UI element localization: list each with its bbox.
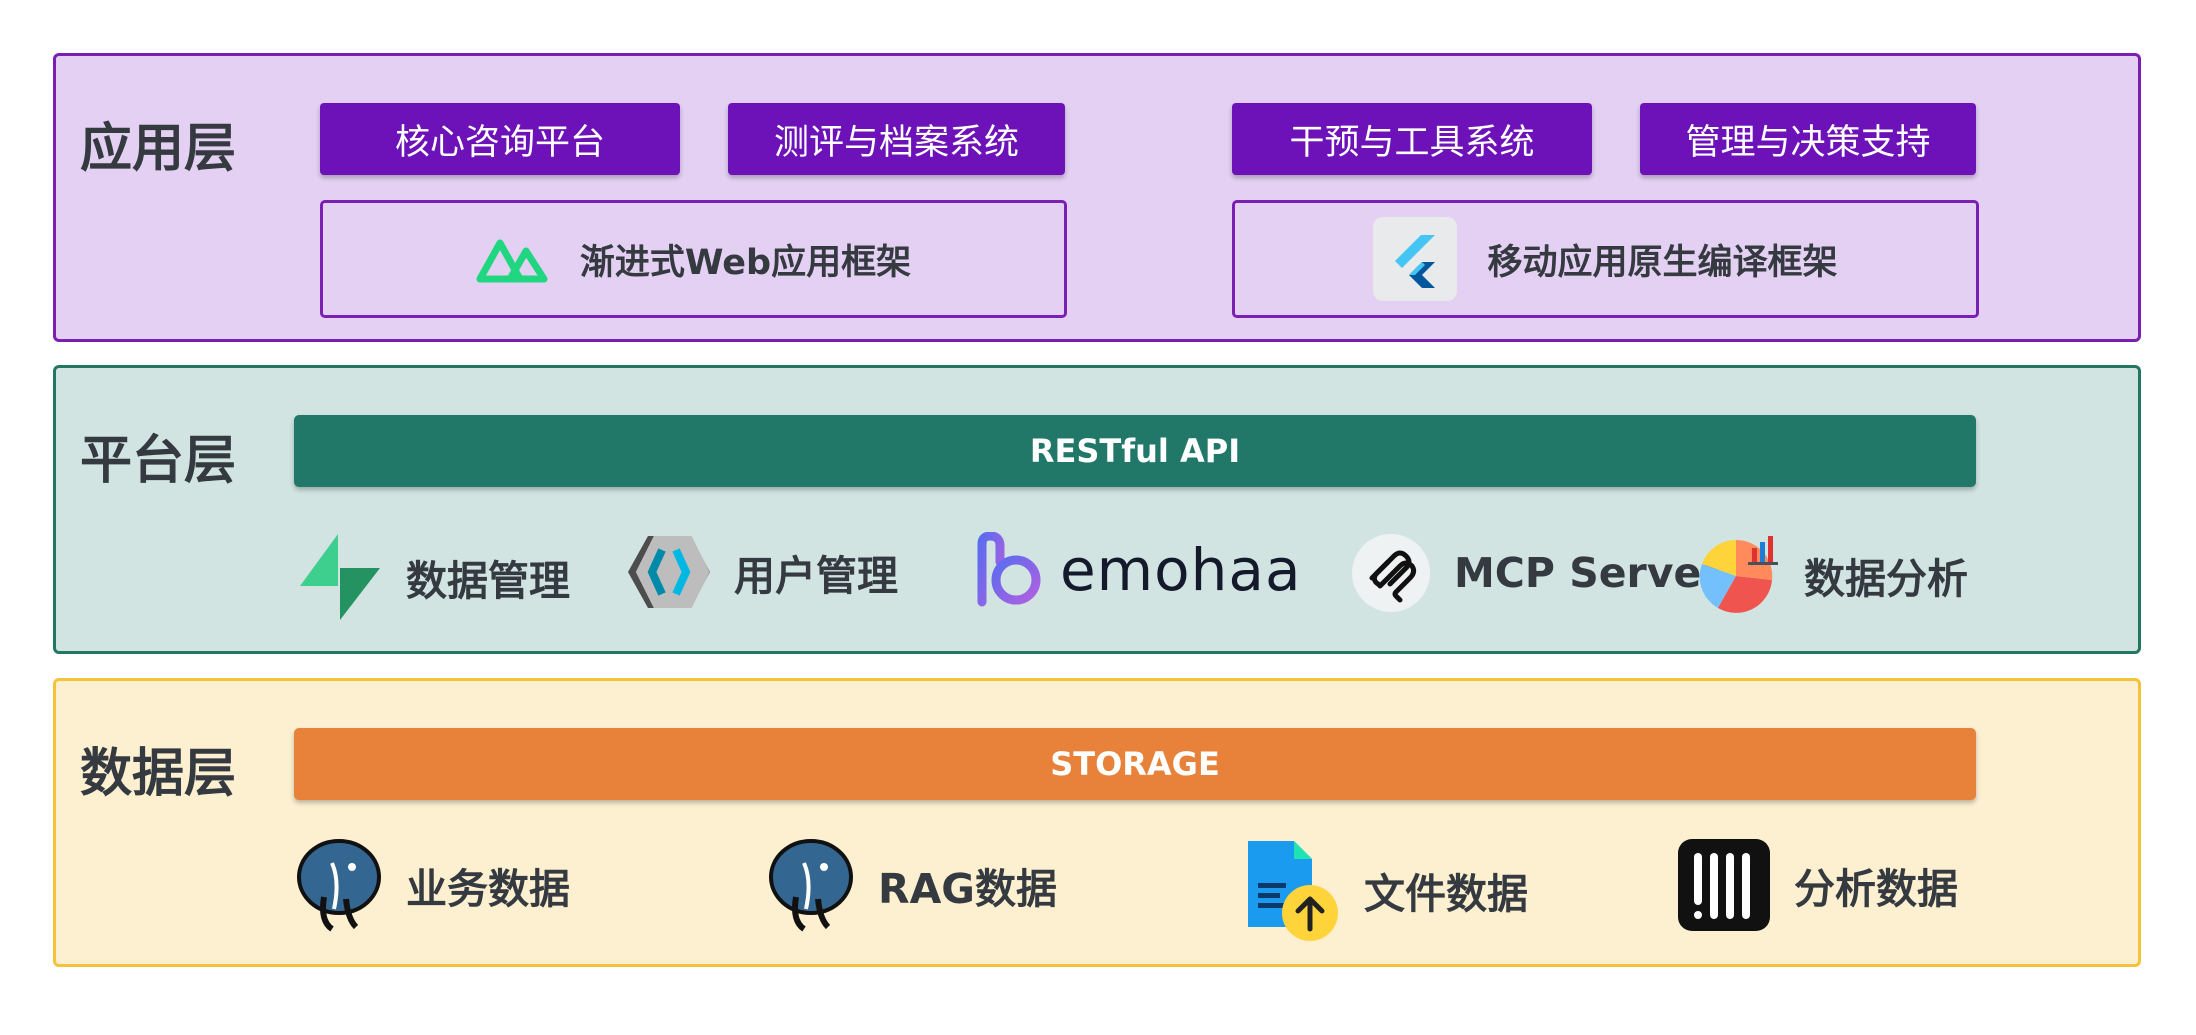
tool-emohaa: emohaa	[974, 532, 1302, 608]
store-label: 业务数据	[406, 865, 570, 913]
supabase-bolt-icon	[300, 534, 380, 620]
layer-title: 平台层	[80, 431, 237, 491]
store-business-data: 业务数据	[294, 837, 570, 933]
module-management-decision: 管理与决策支持	[1640, 103, 1976, 175]
emohaa-wordmark: emohaa	[1060, 536, 1302, 604]
module-assessment-system: 测评与档案系统	[728, 103, 1065, 175]
flutter-logo-icon	[1373, 217, 1458, 301]
storage-bar: STORAGE	[294, 728, 1976, 800]
layer-title: 数据层	[80, 744, 237, 804]
module-consulting-platform: 核心咨询平台	[320, 103, 680, 175]
restful-api-bar: RESTful API	[294, 415, 1976, 487]
postgresql-elephant-icon	[297, 839, 381, 932]
store-analysis-data: 分析数据	[1676, 837, 1958, 933]
clickhouse-icon	[1678, 839, 1770, 931]
file-upload-icon	[1248, 841, 1338, 941]
tool-data-management: 数据管理	[294, 532, 570, 622]
tool-label: 用户管理	[734, 552, 898, 600]
store-label: RAG数据	[878, 865, 1057, 913]
framework-label: 移动应用原生编译框架	[1487, 242, 1838, 283]
store-label: 文件数据	[1364, 870, 1528, 918]
tool-user-management: 用户管理	[626, 532, 898, 612]
store-label: 分析数据	[1794, 865, 1958, 913]
module-intervention-system: 干预与工具系统	[1232, 103, 1592, 175]
data-layer: 数据层 STORAGE 业务数据 RAG数据	[53, 678, 2141, 967]
web-framework-box: 渐进式Web应用框架	[320, 200, 1067, 318]
tool-label: 数据分析	[1804, 555, 1968, 603]
platform-layer: 平台层 RESTful API 数据管理 用户管理 em	[53, 365, 2141, 654]
store-file-data: 文件数据	[1242, 837, 1528, 943]
store-rag-data: RAG数据	[766, 837, 1057, 933]
tool-label: 数据管理	[406, 557, 570, 605]
pie-chart-icon	[1699, 536, 1778, 613]
application-layer: 应用层 核心咨询平台 测评与档案系统 干预与工具系统 管理与决策支持 渐进式We…	[53, 53, 2141, 342]
mcp-icon	[1352, 534, 1430, 612]
vue-nuxt-logo-icon	[476, 239, 548, 283]
tool-mcp-server: MCP Server	[1350, 532, 1722, 614]
tool-data-analysis: 数据分析	[1696, 532, 1968, 618]
mobile-framework-box: 移动应用原生编译框架	[1232, 200, 1979, 318]
keycloak-icon	[628, 536, 710, 608]
tool-label: MCP Server	[1454, 549, 1722, 597]
framework-label: 渐进式Web应用框架	[579, 242, 912, 283]
layer-title: 应用层	[80, 119, 237, 179]
postgresql-elephant-icon	[769, 839, 853, 932]
emohaa-logo-icon	[977, 532, 1041, 607]
